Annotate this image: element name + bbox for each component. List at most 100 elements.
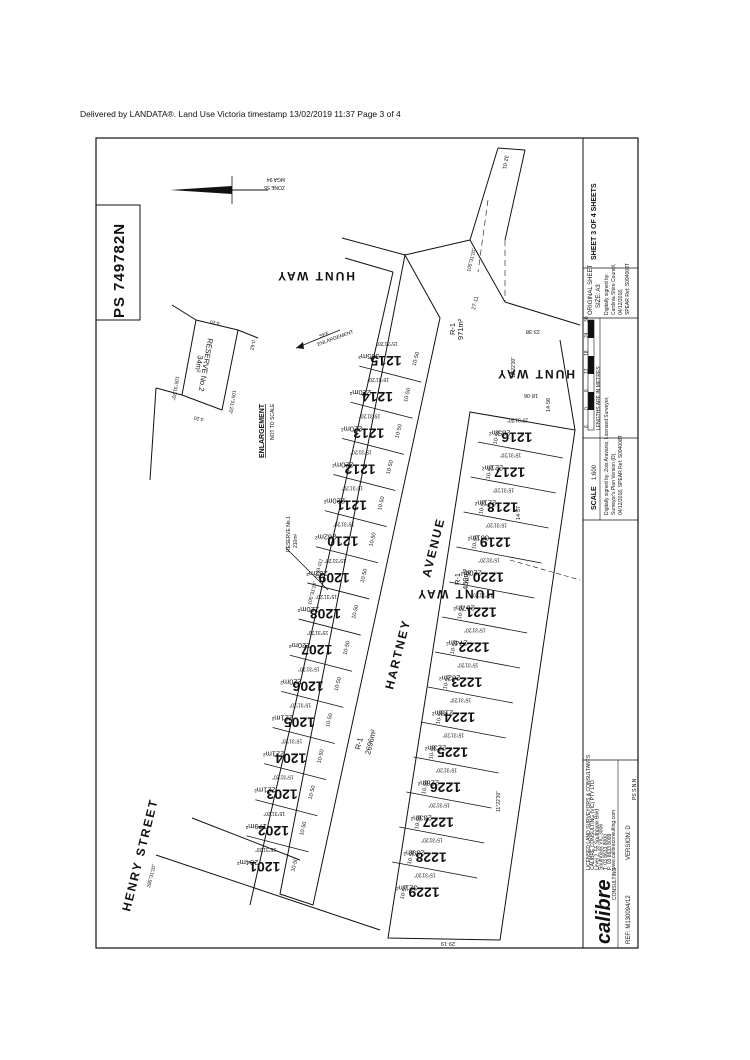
lot-bearing: 15°31'20" — [421, 837, 443, 843]
lot-dim: 10·50 — [386, 460, 395, 475]
signed-2d: SPEAR Ref: S094008T — [625, 263, 631, 315]
lot-number: 1211 — [336, 498, 367, 514]
scale-tick-3: 12 — [584, 368, 590, 374]
company-logo-sub: CONSULTING — [612, 867, 618, 900]
lot-bearing: 15°31'20" — [478, 557, 500, 563]
road-reserve-1-area: 971m² — [456, 318, 465, 340]
dim-14-56: 14·56 — [546, 398, 552, 412]
lot-number: 1201 — [249, 859, 280, 875]
lot-area: 218m² — [432, 709, 454, 718]
lot-area: 220m² — [349, 388, 371, 397]
lot-dim: 10·50 — [368, 532, 377, 547]
street-henry: HENRY STREET — [119, 797, 161, 913]
lot-number: 1209 — [318, 570, 349, 586]
lot-boundary — [341, 438, 405, 455]
scale-bar — [587, 319, 595, 431]
lot-bearing: 15°31'20" — [272, 774, 294, 780]
lot-bearing: 15°31'20" — [414, 872, 436, 878]
lot-dim: 10·50 — [412, 351, 421, 366]
lot-area: 221m² — [254, 786, 276, 795]
lot-dim: 10·50 — [308, 785, 317, 800]
lot-number: 1203 — [266, 787, 297, 803]
lot-number: 1228 — [415, 850, 446, 866]
lot-dim: 10·50 — [403, 388, 412, 403]
lot-bearing: 15°31'20" — [367, 376, 389, 382]
lot-dim: 10·50 — [471, 535, 480, 550]
lot-bearing: 15°31'20" — [500, 452, 522, 458]
reserve1-dim: (193·01) — [314, 558, 324, 578]
lot-dim: 10·50 — [360, 568, 369, 583]
street-hartney: HARTNEY — [382, 617, 413, 690]
right-lot-strip — [387, 301, 581, 941]
lot-boundary — [413, 756, 499, 774]
lot-number: 1229 — [408, 885, 439, 901]
henry-street-road — [155, 817, 381, 931]
lot-dim: 10·50 — [457, 605, 466, 620]
firm-line: Southbank VIC 3006 — [599, 824, 605, 870]
lot-boundary — [315, 546, 379, 564]
signed-1b: Surveyor's Plan Version (D), — [611, 452, 617, 515]
lot-dim: 10·50 — [478, 500, 487, 515]
dim-14-57: 14·57 — [516, 506, 522, 520]
lot-dim: 10·50 — [325, 713, 334, 728]
lot-area: 228m² — [417, 779, 439, 788]
lot-area: 287m² — [453, 604, 475, 613]
reserve2-bearing-left: 105°31'20" — [170, 376, 180, 401]
lot-bearing: 15°31'20" — [315, 593, 337, 599]
lot-dim: 10·50 — [351, 604, 360, 619]
lot-number: 1208 — [310, 606, 341, 622]
lot-boundary — [477, 441, 563, 459]
dim-23-38: 23·38 — [526, 328, 540, 334]
scale-tick-6: 30 — [584, 316, 590, 322]
lot-dim: 10·50 — [493, 430, 502, 445]
scale-label: SCALE — [591, 486, 598, 510]
street-avenue: AVENUE — [419, 516, 447, 579]
lot-bearing: 15°31'20" — [464, 627, 486, 633]
left-lot-strip — [249, 253, 441, 906]
arrow-head-icon — [296, 342, 304, 349]
street-hunt-way-top: HUNT WAY — [276, 269, 355, 283]
lot-dim: 10·50 — [407, 850, 416, 865]
north-label-2: ZONE 55 — [264, 184, 285, 190]
firm-line: LICENSED LAND SURVEYORS & CONSULTANTS — [586, 754, 592, 870]
lot-boundary — [406, 791, 492, 809]
lot-boundary — [307, 582, 370, 600]
lot-bearing: 15°31'20" — [457, 662, 479, 668]
plan-ref: REF: M130094/12 — [626, 895, 632, 944]
reserve1-name: RESERVE No.1 — [286, 516, 292, 552]
lot-area: 221m² — [482, 464, 504, 473]
lot-boundary — [281, 690, 344, 708]
lot-area: 204m² — [237, 858, 259, 867]
lot-area: 221m² — [474, 499, 496, 508]
lot-number: 1213 — [353, 425, 384, 441]
bearing-right-low: 11°22'30" — [496, 791, 502, 812]
street-hunt-way-mid: HUNT WAY — [496, 367, 575, 381]
lot-boundary — [272, 727, 335, 744]
street-hunt-way-low: HUNT WAY — [416, 587, 495, 601]
reserve2-dim-top: 4·20 — [209, 318, 220, 326]
lot-number: 1220 — [472, 570, 503, 586]
lot-boundary — [298, 618, 361, 636]
lot-number: 1212 — [344, 461, 375, 477]
lot-dim: 10·50 — [443, 675, 452, 690]
lot-number: 1214 — [362, 389, 393, 405]
lot-dim: 10·50 — [299, 821, 308, 836]
sheet-border — [95, 137, 639, 949]
lot-boundary — [392, 861, 478, 879]
lot-number: 1204 — [275, 751, 306, 767]
plan-number-box — [95, 204, 141, 321]
firm-details: LICENSED LAND SURVEYORS & CONSULTANTSCAL… — [586, 754, 617, 870]
dim-27-11: 27·11 — [471, 296, 480, 311]
bearing-right-top: 11°22'30" — [511, 357, 517, 378]
henry-bearing: 285°31'20" — [146, 863, 158, 888]
